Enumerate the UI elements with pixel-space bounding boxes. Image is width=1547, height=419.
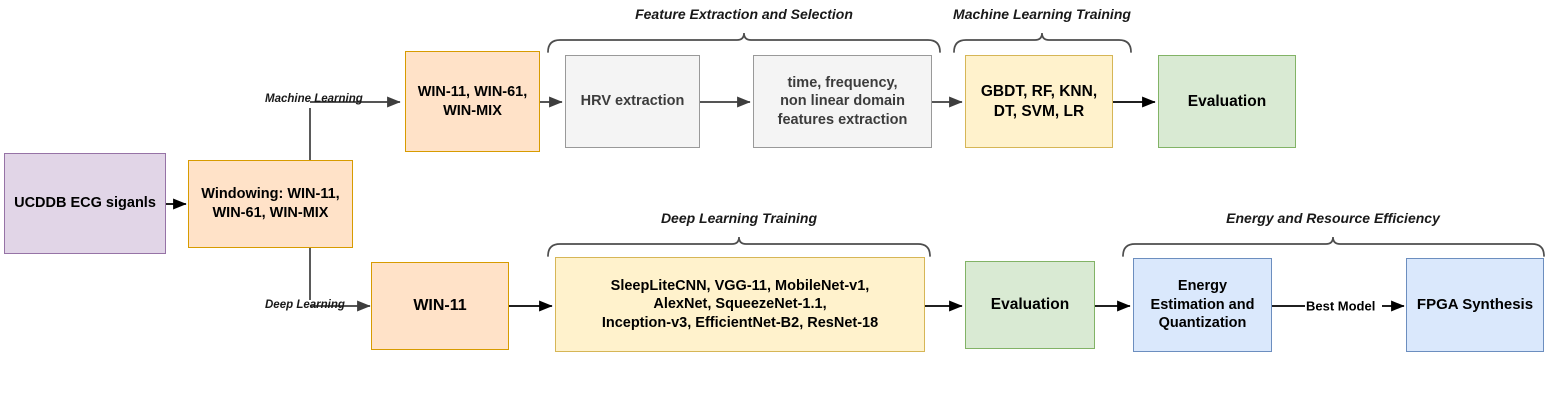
node-feature-extraction[interactable]: time, frequency, non linear domain featu… bbox=[753, 55, 932, 148]
node-ml-evaluation[interactable]: Evaluation bbox=[1158, 55, 1296, 148]
node-windowing[interactable]: Windowing: WIN-11, WIN-61, WIN-MIX bbox=[188, 160, 353, 248]
edge-label-best-model: Best Model bbox=[1306, 298, 1376, 314]
brace-dl-training bbox=[547, 236, 931, 257]
node-energy-quantization[interactable]: Energy Estimation and Quantization bbox=[1133, 258, 1272, 352]
brace-energy-efficiency bbox=[1122, 236, 1545, 257]
brace-ml-training bbox=[953, 32, 1132, 53]
brace-feature-extraction bbox=[547, 32, 941, 53]
node-dl-window[interactable]: WIN-11 bbox=[371, 262, 509, 350]
node-fpga-synthesis[interactable]: FPGA Synthesis bbox=[1406, 258, 1544, 352]
node-ml-windows[interactable]: WIN-11, WIN-61, WIN-MIX bbox=[405, 51, 540, 152]
node-hrv-extraction[interactable]: HRV extraction bbox=[565, 55, 700, 148]
node-dl-evaluation[interactable]: Evaluation bbox=[965, 261, 1095, 349]
edge-label-deep-learning: Deep Learning bbox=[265, 299, 345, 311]
brace-caption-ml-training: Machine Learning Training bbox=[953, 6, 1131, 22]
brace-caption-feature-extraction: Feature Extraction and Selection bbox=[635, 6, 853, 22]
edge-label-machine-learning: Machine Learning bbox=[265, 93, 363, 105]
brace-caption-energy-efficiency: Energy and Resource Efficiency bbox=[1226, 210, 1440, 226]
node-dataset[interactable]: UCDDB ECG siganls bbox=[4, 153, 166, 254]
node-dl-models[interactable]: SleepLiteCNN, VGG-11, MobileNet-v1, Alex… bbox=[555, 257, 925, 352]
node-ml-models[interactable]: GBDT, RF, KNN, DT, SVM, LR bbox=[965, 55, 1113, 148]
brace-caption-dl-training: Deep Learning Training bbox=[660, 210, 818, 226]
